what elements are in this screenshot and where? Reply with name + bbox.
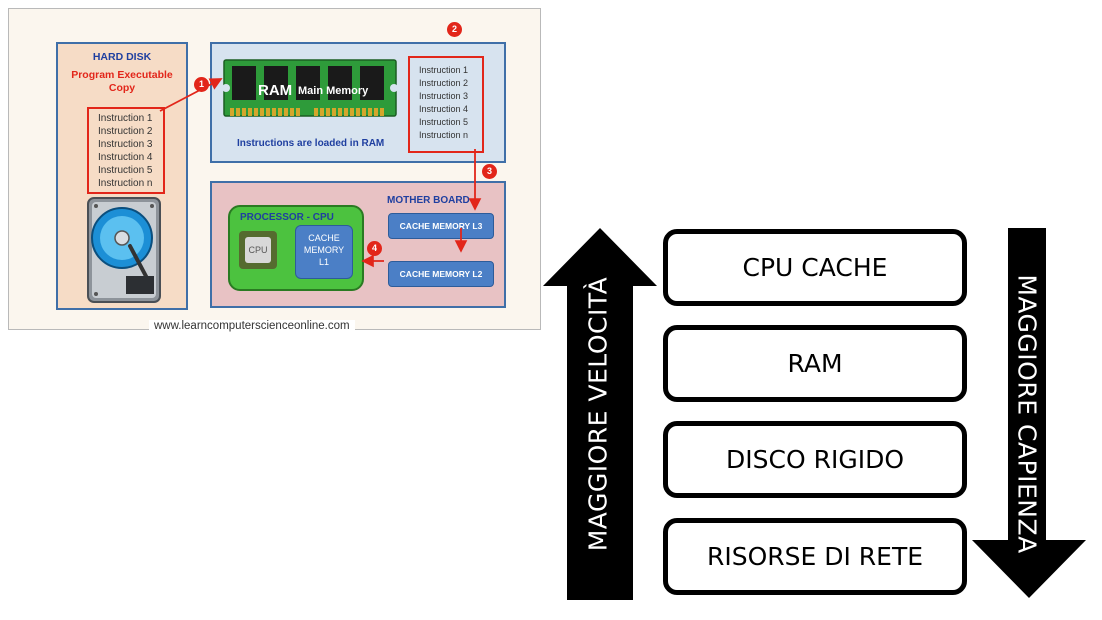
- memory-flow-diagram: HARD DISK Program Executable Copy Instru…: [8, 8, 541, 332]
- hard-disk-title: HARD DISK: [92, 51, 152, 63]
- instruction-item: Instruction 1: [419, 65, 469, 75]
- l1-line1: CACHE: [308, 233, 340, 243]
- instruction-item: Instruction 4: [98, 152, 153, 163]
- instruction-item: Instruction 2: [98, 126, 153, 137]
- tier-disco-rigido: DISCO RIGIDO: [663, 421, 967, 498]
- instruction-item: Instruction 1: [98, 113, 153, 124]
- instruction-item: Instruction 2: [419, 78, 469, 88]
- ram-caption: Instructions are loaded in RAM: [237, 138, 385, 149]
- instruction-item: Instruction n: [419, 130, 469, 140]
- ram-instruction-list: Instruction 1 Instruction 2 Instruction …: [408, 56, 484, 153]
- step-badge-4: 4: [367, 241, 382, 256]
- l1-line2: MEMORY: [303, 245, 345, 255]
- speed-arrow-label: MAGGIORE VELOCITÀ: [583, 276, 613, 552]
- cpu-chip-icon: CPU: [239, 231, 277, 269]
- step-badge-2: 2: [447, 22, 462, 37]
- processor-panel: PROCESSOR - CPU CPU CACHE MEMORY L1: [228, 205, 364, 291]
- instruction-item: Instruction 3: [419, 91, 469, 101]
- main-memory-label: Main Memory: [298, 85, 369, 97]
- tier-ram: RAM: [663, 325, 967, 402]
- ram-module-image: [222, 59, 398, 117]
- instruction-item: Instruction n: [98, 178, 153, 189]
- ram-panel: RAM Main Memory Instructions are loaded …: [210, 42, 506, 163]
- l1-line3: L1: [318, 257, 329, 267]
- cache-memory-l3: CACHE MEMORY L3: [388, 213, 494, 239]
- cache-memory-l2: CACHE MEMORY L2: [388, 261, 494, 287]
- flow-arrows: [159, 78, 482, 268]
- cache-memory-l1: CACHE MEMORY L1: [295, 225, 353, 279]
- motherboard-title: MOTHER BOARD: [387, 195, 470, 206]
- instruction-item: Instruction 5: [98, 165, 153, 176]
- hard-disk-subtitle: Program Executable Copy: [58, 69, 186, 95]
- hard-disk-panel: HARD DISK Program Executable Copy Instru…: [56, 42, 188, 310]
- cpu-label: CPU: [245, 237, 271, 263]
- motherboard-panel: MOTHER BOARD PROCESSOR - CPU CPU CACHE M…: [210, 181, 506, 308]
- processor-title: PROCESSOR - CPU: [240, 212, 334, 223]
- instruction-item: Instruction 5: [419, 117, 469, 127]
- source-footer: www.learncomputerscienceonline.com: [149, 320, 355, 332]
- step-badge-3: 3: [482, 164, 497, 179]
- step-badge-1: 1: [194, 77, 209, 92]
- hard-disk-subtitle-line2: Copy: [108, 82, 136, 94]
- tier-risorse-di-rete: RISORSE DI RETE: [663, 518, 967, 595]
- hard-disk-instruction-list: Instruction 1 Instruction 2 Instruction …: [87, 107, 165, 194]
- hard-drive-icon: [87, 197, 161, 303]
- instruction-item: Instruction 4: [419, 104, 469, 114]
- instruction-item: Instruction 3: [98, 139, 153, 150]
- capacity-down-arrow: [972, 228, 1086, 598]
- hard-disk-subtitle-line1: Program Executable: [71, 69, 173, 81]
- capacity-arrow-label: MAGGIORE CAPIENZA: [1012, 274, 1042, 554]
- tier-cpu-cache: CPU CACHE: [663, 229, 967, 306]
- ram-chip-label: RAM: [258, 82, 293, 99]
- speed-up-arrow: [543, 228, 657, 600]
